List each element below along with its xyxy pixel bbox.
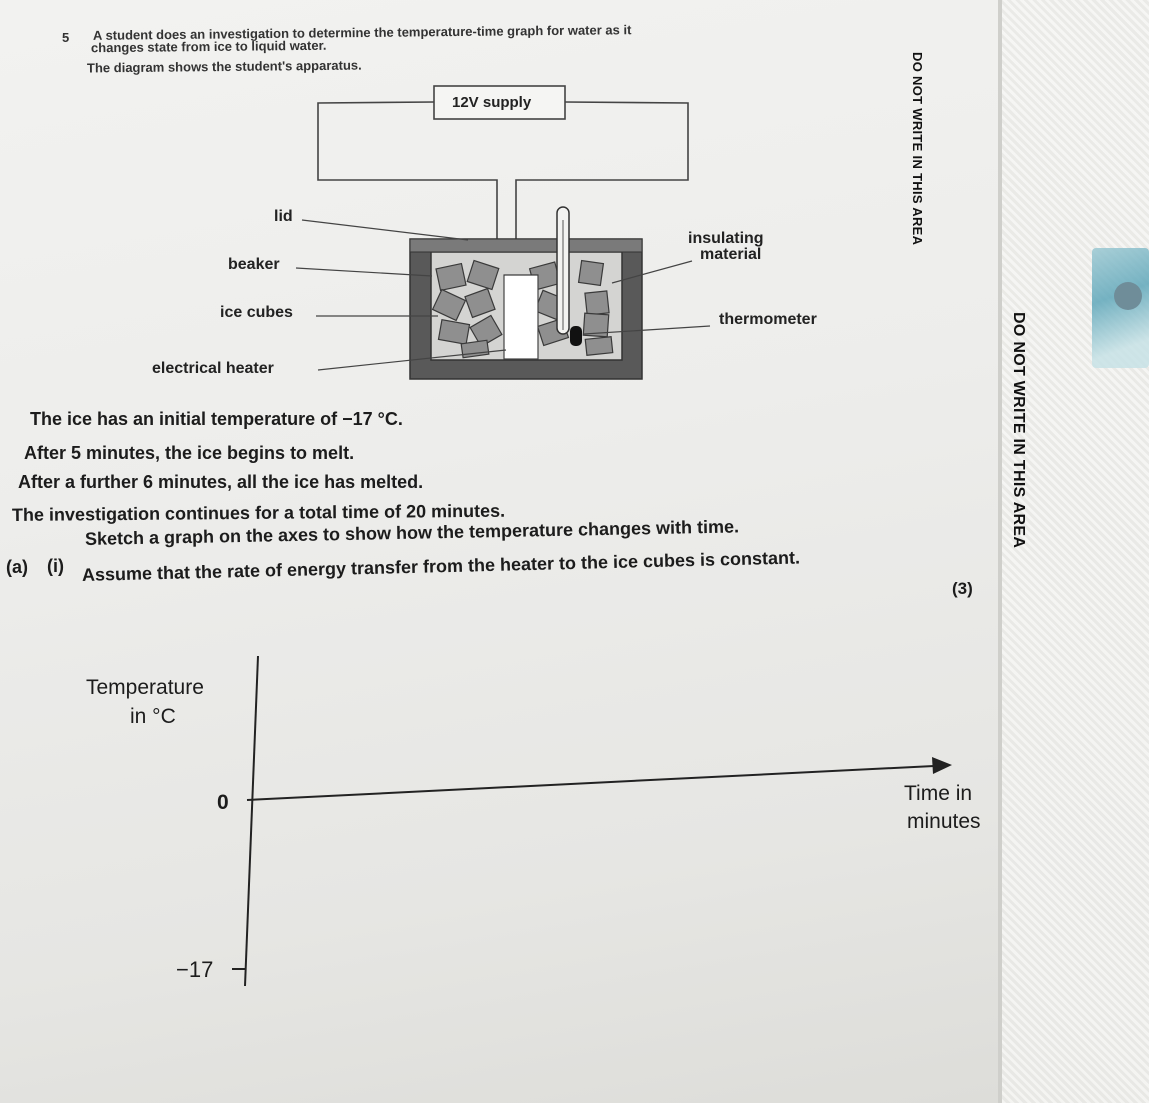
y-axis xyxy=(244,655,259,987)
margin-warning-1: DO NOT WRITE IN THIS AREA xyxy=(910,52,925,246)
thermometer-label: thermometer xyxy=(719,311,817,328)
marks-label: (3) xyxy=(952,579,973,598)
part-label: (a) xyxy=(6,557,28,577)
stem-line-2: After 5 minutes, the ice begins to melt. xyxy=(24,443,355,463)
insulating-label-line1: insulating xyxy=(688,230,764,247)
page-margin-strip xyxy=(998,0,1149,1103)
margin-warning-2: DO NOT WRITE IN THIS AREA xyxy=(1010,312,1027,549)
power-supply-box xyxy=(433,85,566,120)
y-axis-label-line1: Temperature xyxy=(86,676,204,699)
lid xyxy=(409,238,643,253)
x-axis-arrowhead xyxy=(932,757,952,774)
x-axis-label-line1: Time in xyxy=(904,782,973,805)
supply-label: 12V supply xyxy=(452,94,532,111)
background-object-dot xyxy=(1114,282,1142,310)
question-number: 5 xyxy=(62,30,70,45)
lid-label: lid xyxy=(274,208,293,225)
x-axis xyxy=(246,765,935,801)
page-margin-edge xyxy=(998,0,1002,1103)
y-tick-min-label: −17 xyxy=(176,957,214,982)
heater-label: electrical heater xyxy=(152,360,274,377)
beaker-label: beaker xyxy=(228,256,280,273)
ice-cubes xyxy=(431,259,614,359)
circuit-wires xyxy=(317,101,689,243)
subpart-label: (i) xyxy=(47,556,64,576)
stem-line-1: The ice has an initial temperature of −1… xyxy=(30,409,403,429)
x-axis-label-line2: minutes xyxy=(907,810,981,833)
y-tick-zero-label: 0 xyxy=(217,791,229,814)
stem-line-3: After a further 6 minutes, all the ice h… xyxy=(18,472,424,492)
label-leaders xyxy=(295,219,711,371)
insulating-label-line2: material xyxy=(700,246,762,263)
electrical-heater xyxy=(503,274,539,360)
ice-cubes-label: ice cubes xyxy=(220,304,293,321)
thermometer-bulb xyxy=(570,326,582,346)
y-axis-label-line2: in °C xyxy=(130,705,176,728)
